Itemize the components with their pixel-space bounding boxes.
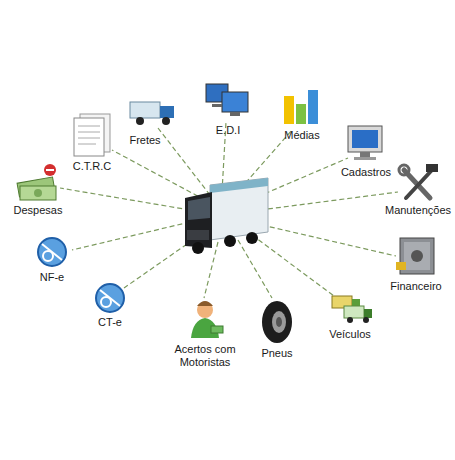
icon-label: Pneus: [261, 347, 292, 360]
driver-icon: [191, 301, 223, 338]
nfe-icon: [38, 238, 66, 266]
freight-truck-icon: [130, 102, 174, 125]
icon-label: E.D.I: [216, 124, 240, 137]
icon-label: Fretes: [129, 134, 160, 147]
icon-label: Manutenções: [385, 204, 451, 217]
icon-label: Despesas: [14, 204, 63, 217]
icon-label: C.T.R.C: [73, 160, 112, 173]
icon-label: Financeiro: [390, 280, 441, 293]
document-icon: [74, 114, 110, 156]
icon-label: CT-e: [98, 316, 122, 329]
monitor-icon: [348, 126, 382, 160]
money-icon: [17, 164, 56, 200]
bar-chart-icon: [284, 90, 318, 124]
icon-label: Veículos: [329, 328, 371, 341]
leader-lines: [60, 122, 398, 298]
cte-icon: [96, 284, 124, 312]
computer-icon: [206, 84, 248, 116]
icon-label: Cadastros: [341, 166, 391, 179]
icon-label: NF-e: [40, 271, 64, 284]
safe-icon: [396, 238, 434, 274]
vehicles-icon: [332, 296, 372, 323]
tools-icon: [399, 164, 438, 198]
icon-label: Acertos com Motoristas: [170, 343, 240, 369]
icon-label: Médias: [284, 129, 319, 142]
tire-icon: [262, 301, 292, 343]
central-truck: [185, 178, 268, 254]
